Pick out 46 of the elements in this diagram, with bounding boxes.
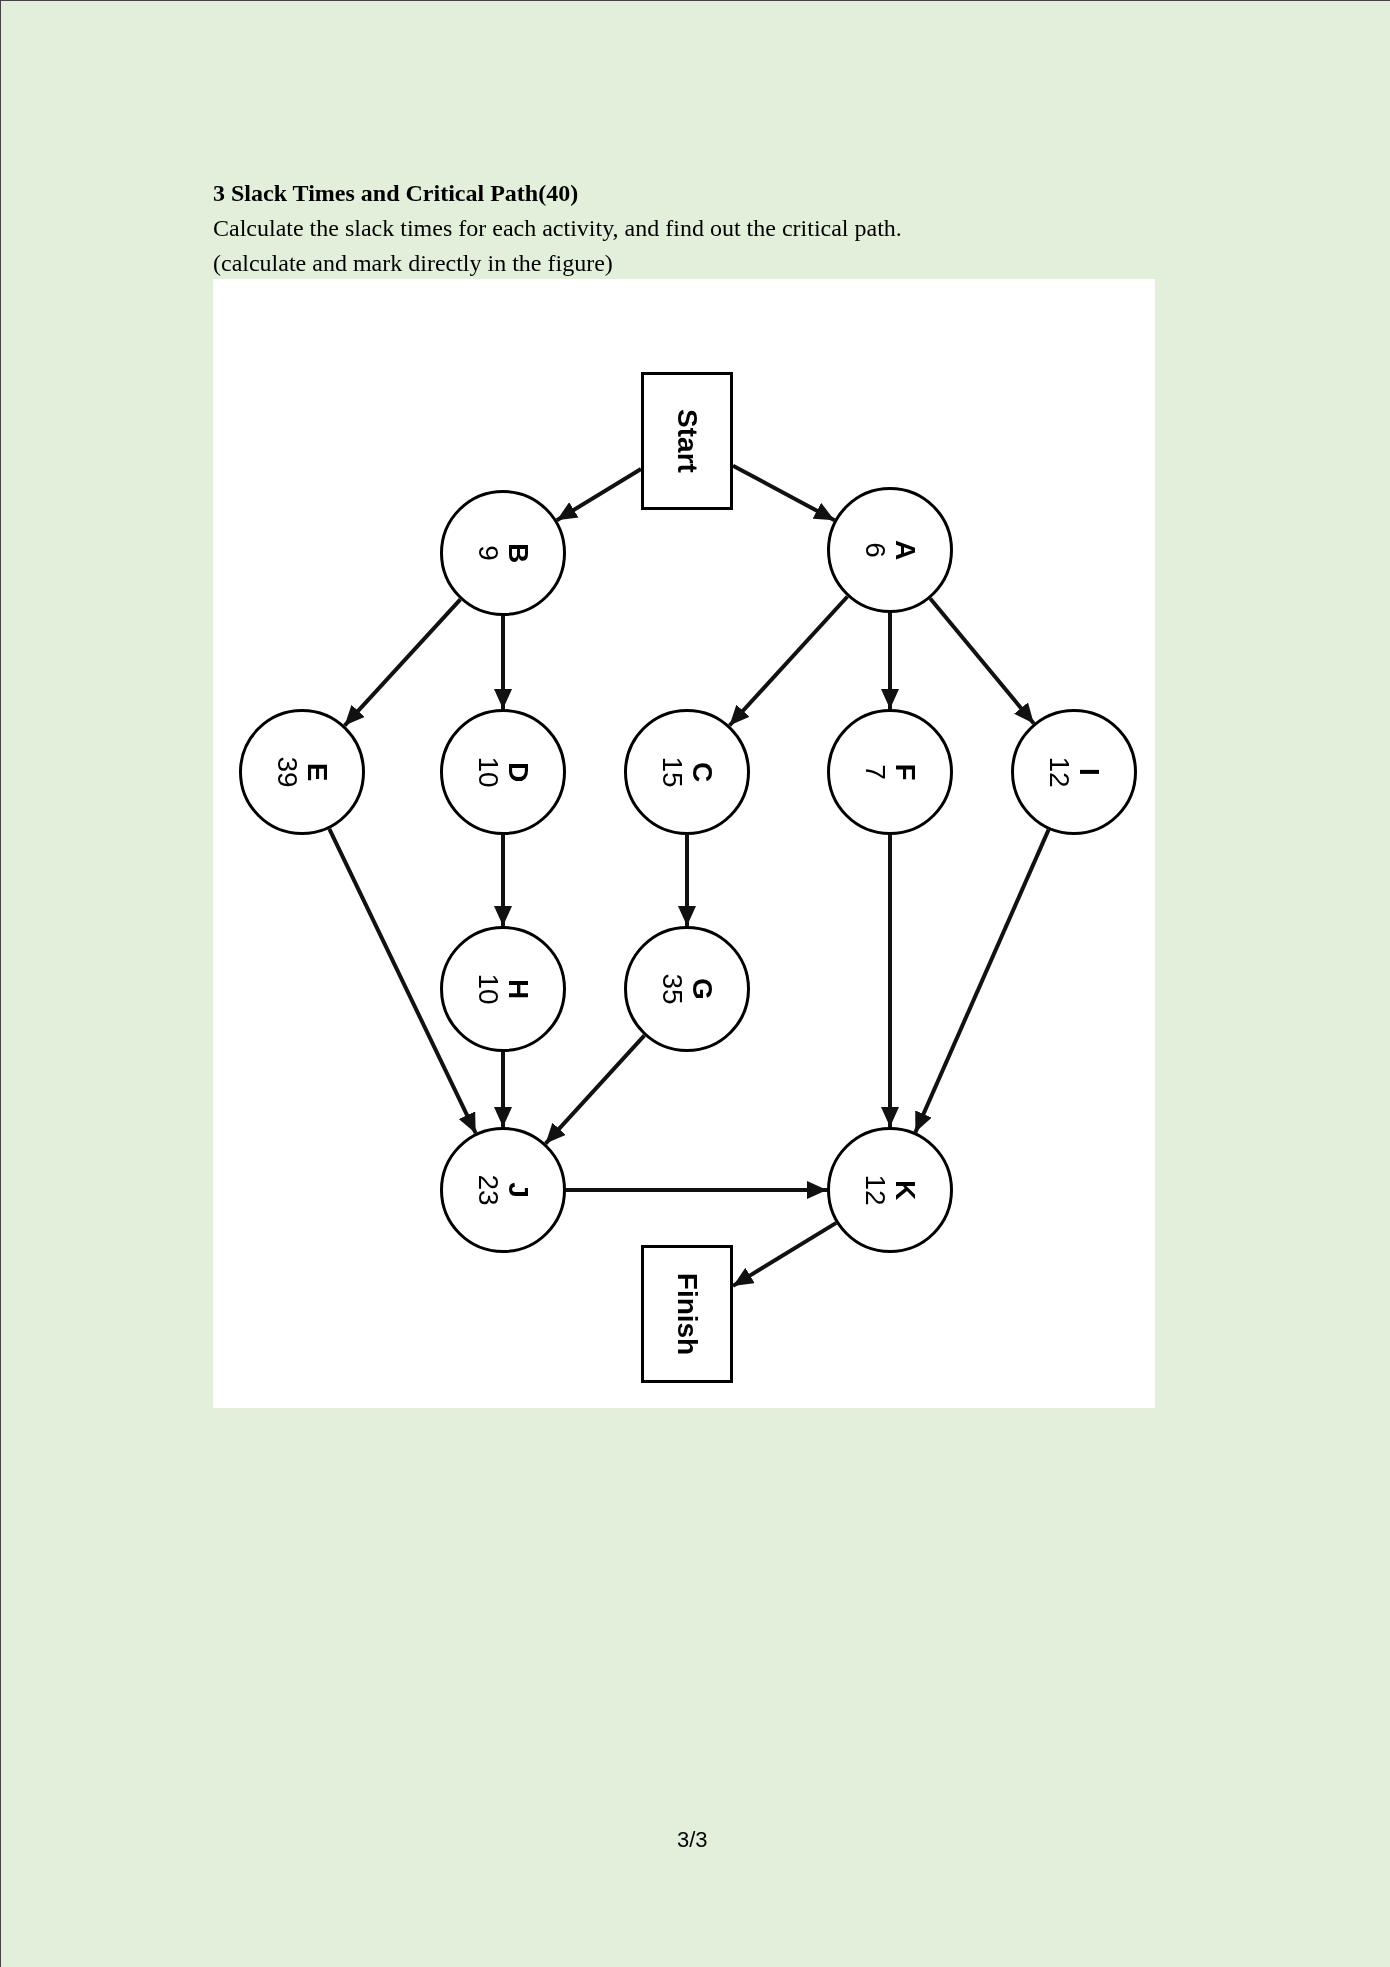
activity-duration: 23 <box>473 1174 503 1206</box>
arrow <box>566 1181 827 1199</box>
activity-duration: 10 <box>473 973 503 1005</box>
activity-name: K <box>890 1179 920 1201</box>
activity-duration: 9 <box>473 545 503 561</box>
arrow <box>494 835 512 926</box>
activity-duration: 12 <box>860 1174 890 1206</box>
activity-duration: 39 <box>272 756 302 788</box>
activity-duration: 7 <box>860 764 890 780</box>
title: 3 Slack Times and Critical Path(40) <box>213 179 580 208</box>
activity-duration: 6 <box>860 542 890 558</box>
arrow <box>881 835 899 1127</box>
page-number: 3/3 <box>677 1826 708 1854</box>
arrow <box>913 828 1051 1134</box>
terminal-box <box>641 1245 733 1383</box>
activity-name: E <box>302 762 332 782</box>
activity-duration: 35 <box>657 973 687 1005</box>
activity-name: F <box>890 763 920 781</box>
arrow <box>732 463 836 522</box>
activity-duration: 10 <box>473 756 503 788</box>
arrow <box>327 827 478 1135</box>
arrow <box>881 613 899 709</box>
instruction-text: (calculate and mark directly in the figure) <box>213 249 614 278</box>
activity-name: G <box>687 978 717 1000</box>
arrow <box>678 835 696 926</box>
node-label: Finish <box>671 1272 703 1356</box>
arrow <box>494 616 512 709</box>
arrow <box>728 595 849 727</box>
arrow <box>928 597 1036 725</box>
instruction-text: Calculate the slack times for each activity, and find out the critical path. <box>213 214 903 243</box>
arrow <box>544 1034 646 1145</box>
activity-name: D <box>503 761 533 783</box>
arrow <box>731 1221 838 1288</box>
activity-name: J <box>503 1182 533 1198</box>
arrow <box>494 1052 512 1127</box>
terminal-box <box>641 372 733 510</box>
node-label: Start <box>671 409 703 473</box>
activity-name: B <box>503 542 533 564</box>
arrow <box>555 467 643 522</box>
arrow <box>343 598 462 727</box>
activity-name: A <box>890 539 920 561</box>
activity-duration: 12 <box>1044 756 1074 788</box>
activity-duration: 15 <box>657 756 687 788</box>
activity-name: C <box>687 761 717 783</box>
activity-name: H <box>503 978 533 1000</box>
activity-name: I <box>1074 768 1104 776</box>
